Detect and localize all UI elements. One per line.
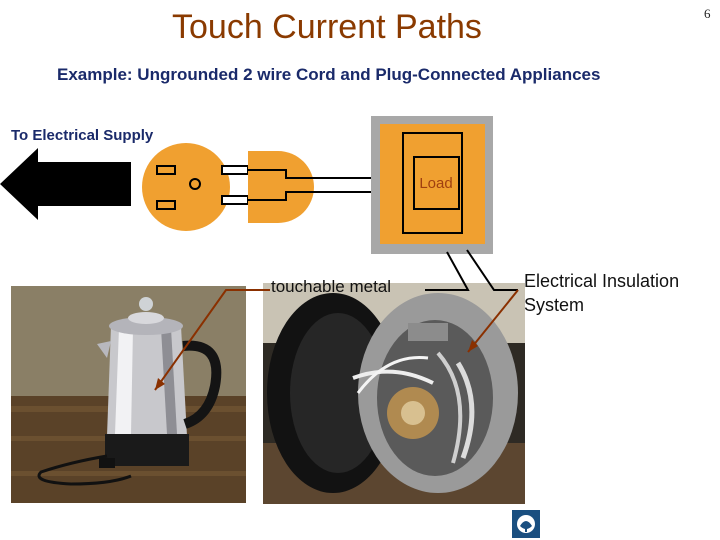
appliance-interior-image: [263, 283, 525, 504]
touchable-metal-label: touchable metal: [271, 277, 392, 296]
page-number: 6: [704, 6, 711, 21]
insulation-label: Electrical Insulation System: [524, 269, 720, 317]
slide-title: Touch Current Paths: [172, 8, 482, 46]
slide-subtitle: Example: Ungrounded 2 wire Cord and Plug…: [57, 65, 601, 84]
appliance-enclosure: [371, 116, 493, 254]
insulation-label-line1: Electrical Insulation: [524, 271, 680, 291]
load-label: Load: [419, 175, 452, 192]
supply-arrow: [0, 148, 131, 220]
callout-pointers: [154, 249, 519, 391]
supply-label: To Electrical Supply: [11, 127, 154, 144]
outlet-receptacle: [142, 143, 230, 231]
plug: [221, 151, 400, 223]
organization-logo-icon: [512, 510, 540, 538]
coffee-percolator-image: [11, 286, 246, 503]
insulation-label-line2: System: [524, 295, 585, 315]
